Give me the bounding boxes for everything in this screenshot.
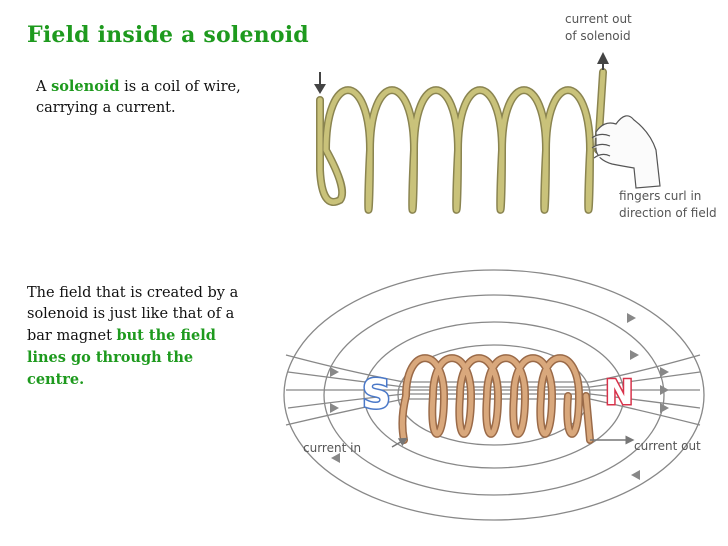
field-direction-arrows [330,313,669,480]
up-arrowhead [597,52,609,64]
current-in-arrow-icon [391,437,408,448]
coil-strand [399,355,593,443]
right-hand-icon [591,115,661,189]
bottom-coil [398,354,594,444]
description-highlight: but the field lines go through the centr… [27,327,216,388]
current-in-label: current in [303,441,361,455]
north-pole-label: N [605,373,633,413]
south-pole-label: S [362,372,391,418]
coil-strand [317,69,606,212]
fingers-label-line2: direction of field [619,206,717,220]
down-arrowhead [314,84,326,94]
bottom-solenoid-diagram: S N current in current out [283,269,705,521]
description-text: The field that is created by a solenoid … [27,285,239,344]
current-out-label-line1: current out [565,12,632,26]
intro-text: A solenoid is a coil of wire, carrying a… [36,76,266,119]
top-coil [316,68,607,214]
current-out-label: current out [634,439,701,453]
field-description: The field that is created by a solenoid … [27,283,242,391]
intro-suffix: is a coil of wire, carrying a current. [36,79,241,116]
top-solenoid-diagram: current out of solenoid fingers curl in … [314,12,717,220]
current-out-label-line2: of solenoid [565,29,631,43]
solenoid-term: solenoid [51,78,120,95]
page-title: Field inside a solenoid [27,22,309,48]
intro-prefix: A [36,79,52,95]
fingers-label-line1: fingers curl in [619,189,701,203]
